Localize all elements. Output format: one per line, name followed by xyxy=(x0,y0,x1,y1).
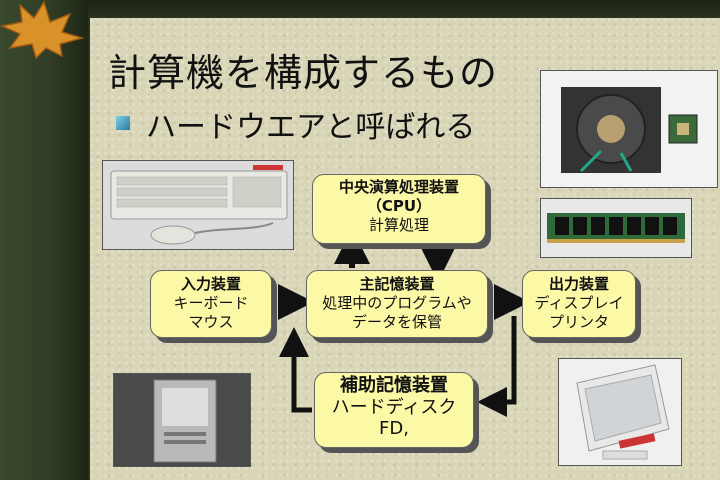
input-item-keyboard: キーボード xyxy=(173,293,249,312)
input-item-mouse: マウス xyxy=(188,312,234,331)
output-item-display: ディスプレイ xyxy=(534,293,624,312)
bullet-icon xyxy=(116,116,130,130)
hard-disk-photo xyxy=(113,373,251,467)
cpu-abbr: （CPU） xyxy=(366,196,432,215)
memory-box: 主記憶装置 処理中のプログラムや データを保管 xyxy=(306,270,488,338)
storage-box: 補助記憶装置 ハードディスク FD, xyxy=(314,372,474,448)
cpu-box: 中央演算処理装置 （CPU） 計算処理 xyxy=(312,174,486,244)
monitor-photo xyxy=(558,358,682,466)
storage-title: 補助記憶装置 xyxy=(340,375,448,396)
output-item-printer: プリンタ xyxy=(548,312,609,331)
maple-leaf-icon xyxy=(0,0,85,60)
memory-module-photo xyxy=(540,198,692,258)
page-title: 計算機を構成するもの xyxy=(108,51,499,95)
top-decor-band xyxy=(88,0,720,18)
storage-item-hdd: ハードディスク xyxy=(331,396,457,418)
cpu-desc: 計算処理 xyxy=(368,215,429,234)
keyboard-photo xyxy=(102,160,294,250)
output-title: 出力装置 xyxy=(548,275,609,293)
input-box: 入力装置 キーボード マウス xyxy=(150,270,272,338)
memory-desc-1: 処理中のプログラムや xyxy=(322,293,472,312)
storage-item-fd: FD, xyxy=(379,418,409,440)
output-box: 出力装置 ディスプレイ プリンタ xyxy=(522,270,636,338)
memory-title: 主記憶装置 xyxy=(359,275,435,293)
input-title: 入力装置 xyxy=(180,275,241,293)
left-decor-band xyxy=(0,0,88,480)
memory-desc-2: データを保管 xyxy=(351,312,442,331)
cpu-fan-photo xyxy=(540,70,718,188)
cpu-title: 中央演算処理装置 xyxy=(338,178,459,196)
subtitle: ハードウエアと呼ばれる xyxy=(146,110,476,145)
